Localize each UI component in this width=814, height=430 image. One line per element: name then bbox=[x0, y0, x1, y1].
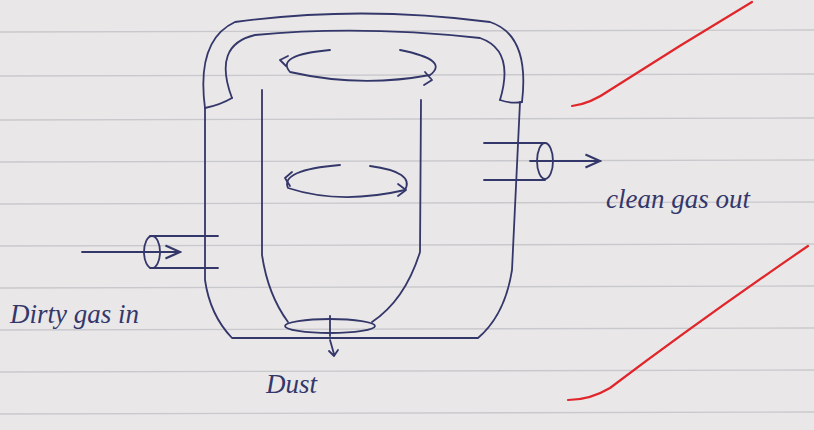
inlet-label: Dirty gas in bbox=[10, 300, 139, 330]
red-marks bbox=[568, 2, 808, 400]
dust-label: Dust bbox=[266, 370, 317, 400]
cyclone-body bbox=[82, 14, 600, 357]
outlet-label: clean gas out bbox=[606, 185, 750, 215]
ruled-lines bbox=[0, 30, 814, 414]
